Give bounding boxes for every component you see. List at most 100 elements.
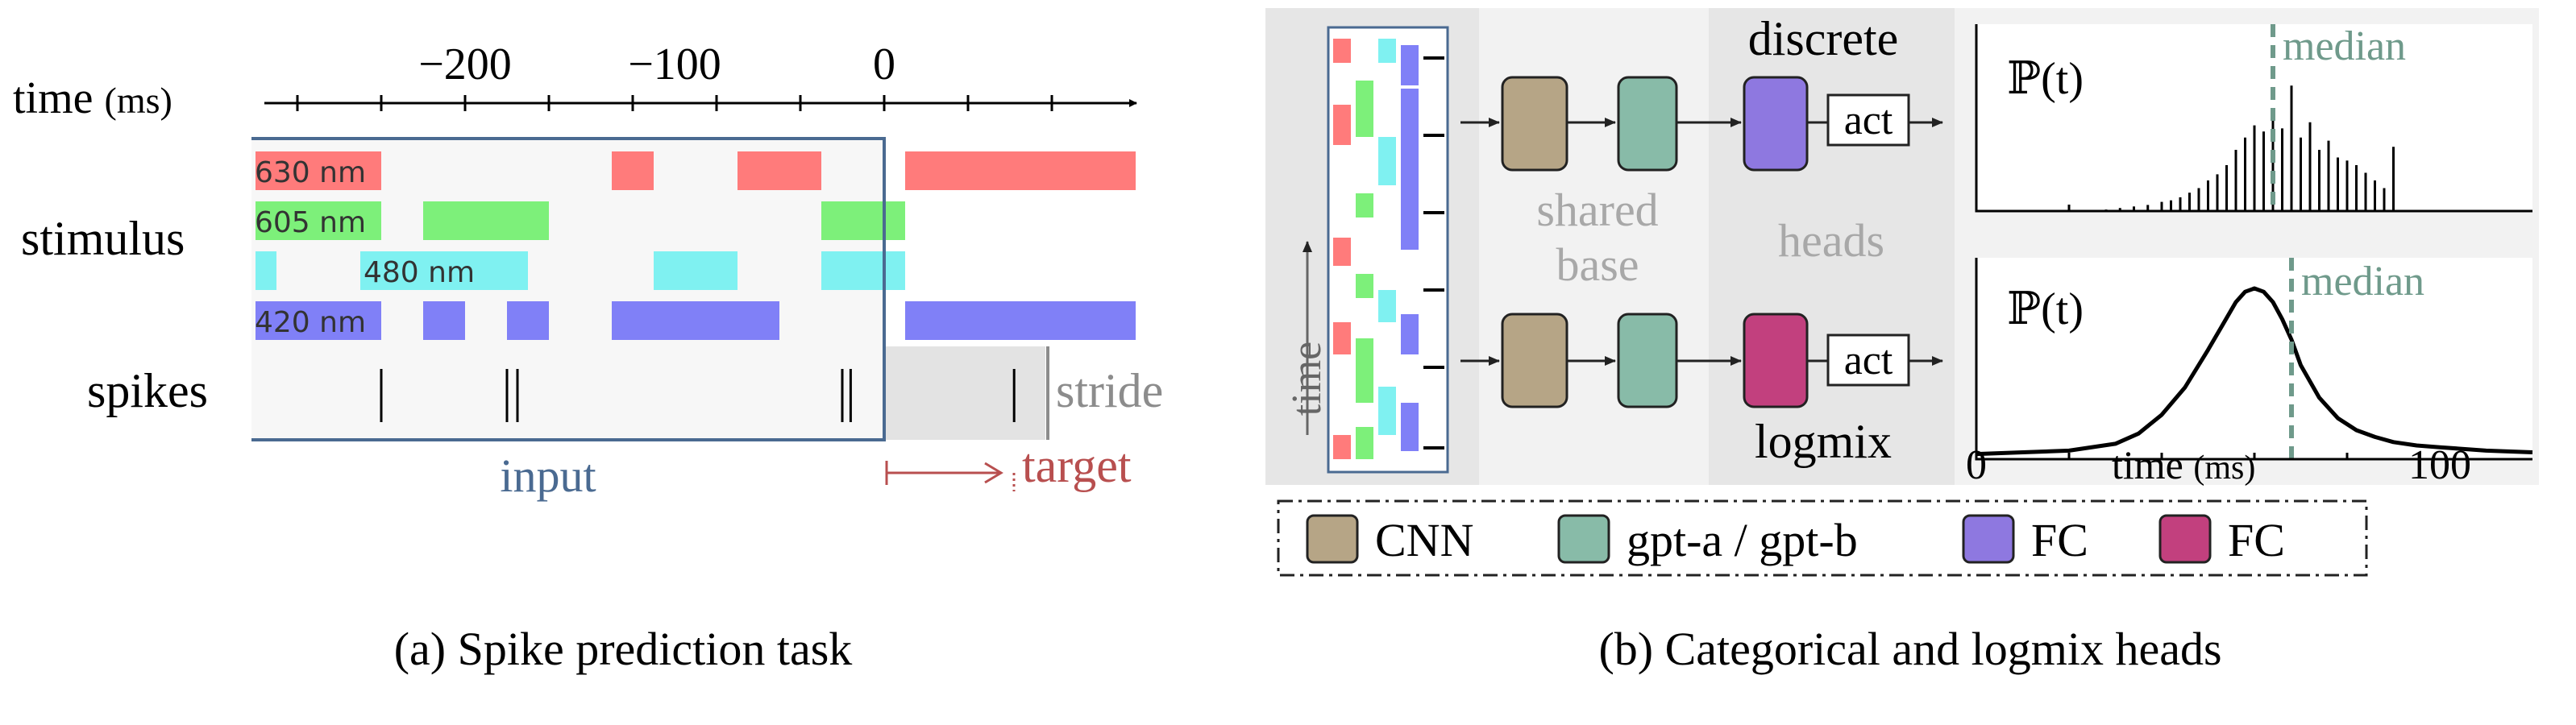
stimulus-bar (905, 151, 1136, 190)
gpt-block-top (1617, 76, 1678, 172)
target-label: target (1022, 439, 1132, 492)
stride-region (884, 346, 1045, 440)
cnn-block-bottom (1501, 313, 1568, 408)
input-sequence-cell (1356, 338, 1373, 403)
discrete-distribution-plot (2104, 24, 2395, 211)
act-label-top: act (1844, 97, 1893, 143)
input-sequence-cell (1333, 435, 1351, 459)
stimulus-bar (905, 301, 1136, 340)
stimulus-bar (737, 151, 821, 190)
stimulus-bar (360, 251, 528, 290)
plot-x-ticks: 0 100 (1966, 205, 2471, 488)
cnn-block-top (1501, 76, 1568, 172)
logmix-median-label: median (2301, 259, 2424, 304)
legend: CNN gpt-a / gpt-b FC FC (1306, 514, 2285, 566)
act-box-bottom (1826, 334, 1910, 387)
channel-label: 605 nm (255, 206, 366, 239)
time-axis-label: time (ms) (13, 73, 172, 123)
input-sequence-cell (1378, 387, 1396, 435)
stimulus-bar (821, 251, 905, 290)
gpt-block-bottom (1617, 313, 1678, 408)
stimulus-bar (612, 151, 654, 190)
input-sequence-cell (1356, 81, 1373, 137)
stimulus-bar (507, 301, 549, 340)
legend-swatch (1557, 514, 1610, 564)
discrete-median-label: median (2283, 23, 2406, 69)
input-sequence-cell (1401, 314, 1419, 354)
input-sequence-cell (1333, 105, 1351, 145)
legend-swatch (2158, 514, 2212, 564)
time-axis-tick-label: 0 (873, 39, 895, 89)
stimulus-bar (612, 301, 779, 340)
fc-logmix-block (1743, 313, 1809, 408)
input-sequence-cell (1401, 89, 1419, 250)
logmix-plot-area (1976, 258, 2532, 459)
spikes-row-label: spikes (87, 364, 208, 417)
input-sequence-cell (1333, 322, 1351, 354)
caption-b: (b) Categorical and logmix heads (1598, 623, 2221, 675)
stride-label: stride (1056, 364, 1163, 417)
input-sequence-cell (1333, 238, 1351, 266)
stimulus-bar (256, 201, 381, 240)
stimulus-bar (821, 201, 905, 240)
stimulus-bar (423, 201, 549, 240)
plot-x-tick-label: 0 (1966, 442, 1987, 488)
input-sequence-cell (1333, 39, 1351, 63)
stimulus-bar (256, 301, 381, 340)
input-label: input (500, 450, 596, 502)
logmix-density-curve (1976, 286, 2533, 457)
channel-label: 630 nm (255, 156, 366, 189)
caption-a: (a) Spike prediction task (394, 623, 853, 675)
channel-label: 480 nm (364, 256, 475, 289)
input-sequence-cell (1356, 427, 1373, 459)
stimulus-bar (256, 151, 381, 190)
time-axis-ticks (296, 95, 1053, 111)
heads-label: heads (1778, 214, 1884, 267)
input-sequence-cell (1356, 274, 1373, 298)
input-sequence-cell (1401, 45, 1419, 85)
logmix-distribution-plot (1976, 258, 2533, 459)
input-sequence-cell (1378, 137, 1396, 185)
time-axis-tick-labels: −200 −100 0 (418, 39, 895, 89)
input-sequence-cell (1356, 193, 1373, 218)
legend-swatch (1962, 514, 2015, 564)
spike-marks (380, 369, 1016, 422)
logmix-prob-label: ℙ(t) (2007, 284, 2084, 334)
legend-label: CNN (1375, 514, 1473, 566)
input-sequence-strip (1333, 39, 1419, 459)
panel-b-categorical-logmix: time act act shared (1265, 8, 2539, 675)
input-sequence-cell (1401, 403, 1419, 451)
base-label: base (1556, 238, 1639, 291)
target-arrow-head (984, 462, 1003, 484)
channel-label: 420 nm (255, 306, 366, 339)
stimulus-bar (423, 301, 465, 340)
act-box-top (1826, 93, 1910, 147)
logmix-pipeline: act (1460, 313, 1943, 408)
discrete-pipeline: act (1460, 76, 1943, 172)
time-axis-tick-label: −100 (628, 39, 721, 89)
stimulus-row-label: stimulus (21, 212, 185, 265)
stimulus-bars: 630 nm 605 nm 480 nm 420 nm (255, 151, 1136, 340)
discrete-label: discrete (1748, 12, 1899, 65)
input-window-border (251, 137, 886, 441)
input-sequence-cell (1378, 39, 1396, 63)
plot-x-tick-label: 100 (2408, 442, 2471, 488)
legend-swatch (1306, 514, 1359, 564)
logmix-label: logmix (1755, 415, 1892, 468)
shared-label: shared (1536, 184, 1658, 236)
legend-label: gpt-a / gpt-b (1627, 514, 1858, 566)
input-sequence-cell (1378, 290, 1396, 322)
time-arrow-label: time (1284, 342, 1330, 416)
legend-label: FC (2031, 514, 2088, 566)
panel-a-spike-prediction: time (ms) −200 −100 0 stimulus spikes 630 … (13, 39, 1163, 675)
input-sequence-ticks (1423, 56, 1444, 450)
legend-label: FC (2228, 514, 2285, 566)
fc-discrete-block (1743, 76, 1809, 172)
plot-x-axis-label: time (ms) (2112, 442, 2255, 487)
stimulus-bar (256, 251, 276, 290)
stimulus-bar (654, 251, 737, 290)
discrete-prob-label: ℙ(t) (2007, 54, 2084, 104)
time-axis-tick-label: −200 (418, 39, 512, 89)
act-label-bottom: act (1844, 338, 1893, 383)
